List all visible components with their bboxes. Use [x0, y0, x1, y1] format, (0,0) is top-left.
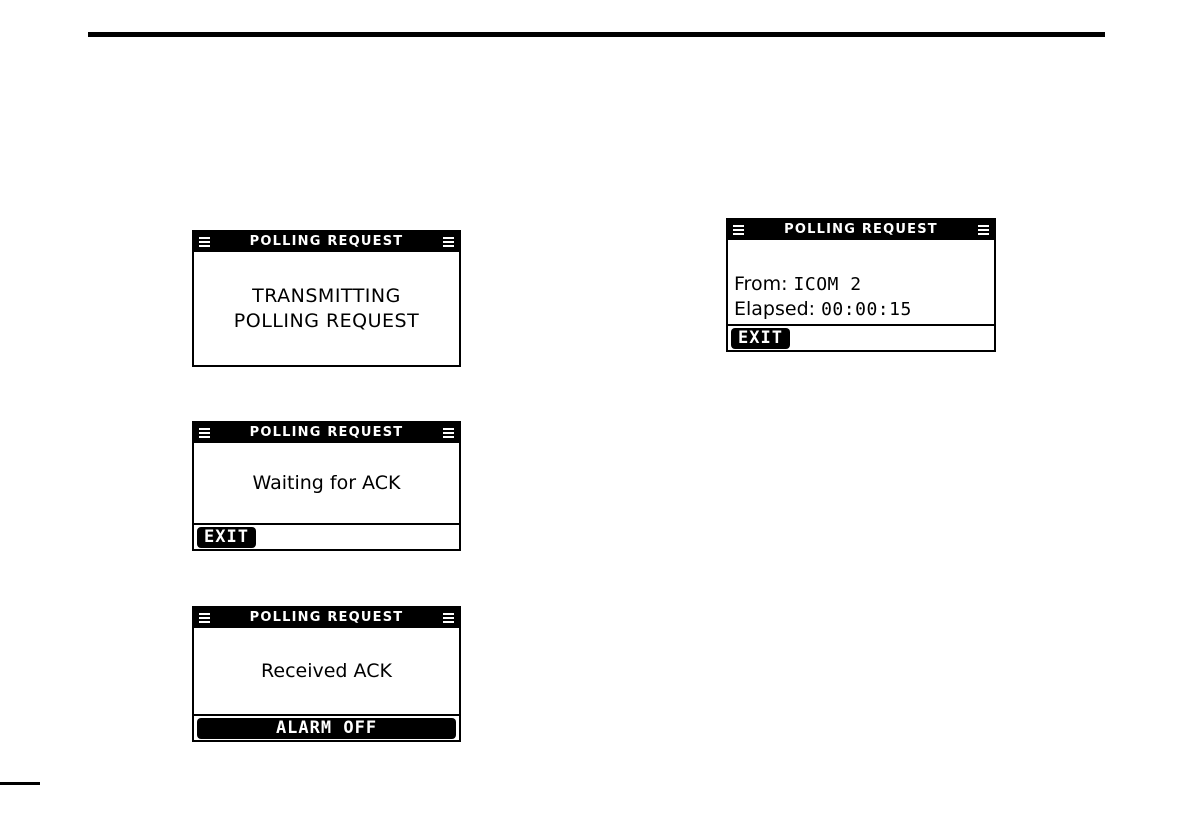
status-text-line-1: Waiting for ACK — [252, 471, 401, 494]
lcd-titlebar: POLLING REQUEST — [728, 220, 994, 240]
elapsed-label: Elapsed: — [734, 298, 816, 320]
menu-left-icon[interactable] — [199, 427, 210, 439]
from-label: From: — [734, 273, 788, 295]
lcd-softkey-bar: EXIT — [728, 324, 994, 350]
lcd-title: POLLING REQUEST — [249, 610, 404, 625]
menu-left-icon[interactable] — [733, 224, 744, 236]
lcd-content-area: Waiting for ACK — [194, 443, 459, 523]
from-field: From: ICOM 2 — [734, 272, 862, 297]
alarm-off-button[interactable]: ALARM OFF — [197, 717, 456, 739]
lcd-softkey-bar: ALARM OFF — [194, 714, 459, 740]
exit-button[interactable]: EXIT — [731, 327, 790, 349]
lcd-titlebar: POLLING REQUEST — [194, 608, 459, 628]
status-text-line-1: TRANSMITTING — [252, 284, 401, 307]
elapsed-value: 00:00:15 — [821, 299, 912, 320]
lcd-content-area: Received ACK — [194, 628, 459, 714]
lcd-panel-waiting-for-ack: POLLING REQUEST Waiting for ACK EXIT — [192, 421, 461, 551]
status-text-line-2: POLLING REQUEST — [233, 309, 420, 332]
lcd-panel-polling-status: POLLING REQUEST From: ICOM 2 Elapsed: 00… — [726, 218, 996, 352]
page-footer-mark — [0, 782, 40, 785]
lcd-title: POLLING REQUEST — [249, 234, 404, 249]
lcd-panel-transmitting: POLLING REQUEST TRANSMITTING POLLING REQ… — [192, 230, 461, 367]
lcd-content-area: TRANSMITTING POLLING REQUEST — [194, 252, 459, 365]
exit-button[interactable]: EXIT — [197, 526, 256, 548]
menu-right-icon[interactable] — [443, 612, 454, 624]
lcd-title: POLLING REQUEST — [784, 222, 938, 237]
menu-left-icon[interactable] — [199, 612, 210, 624]
lcd-titlebar: POLLING REQUEST — [194, 232, 459, 252]
menu-right-icon[interactable] — [978, 224, 989, 236]
lcd-title: POLLING REQUEST — [249, 425, 404, 440]
status-text-line-1: Received ACK — [261, 659, 392, 682]
lcd-softkey-bar: EXIT — [194, 523, 459, 549]
menu-right-icon[interactable] — [443, 236, 454, 248]
elapsed-field: Elapsed: 00:00:15 — [734, 297, 912, 322]
menu-right-icon[interactable] — [443, 427, 454, 439]
lcd-content-area: From: ICOM 2 Elapsed: 00:00:15 — [728, 240, 994, 324]
lcd-titlebar: POLLING REQUEST — [194, 423, 459, 443]
from-value: ICOM 2 — [793, 274, 862, 295]
page-header-rule — [88, 32, 1105, 37]
lcd-panel-received-ack: POLLING REQUEST Received ACK ALARM OFF — [192, 606, 461, 742]
menu-left-icon[interactable] — [199, 236, 210, 248]
